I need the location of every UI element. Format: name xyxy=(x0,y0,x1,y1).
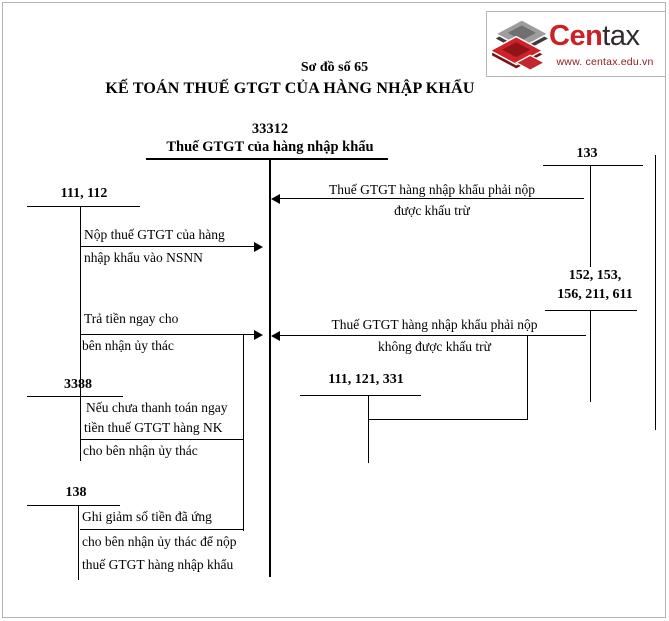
account-111-112-number: 111, 112 xyxy=(60,186,108,201)
flow-reduce-advance-label-2: cho bên nhận ủy thác để nộp xyxy=(82,534,237,549)
logo-tax-text: tax xyxy=(602,20,640,52)
account-152-group-topline xyxy=(545,310,637,311)
account-138-stem xyxy=(78,506,79,580)
connector-horizontal-line xyxy=(368,419,528,420)
account-111-112-topline xyxy=(27,206,140,207)
account-111-121-331-topline xyxy=(300,395,421,396)
account-138-number: 138 xyxy=(65,485,87,500)
centax-diamond-icon xyxy=(492,18,548,71)
flow-pay-entrustee-shaft xyxy=(81,334,255,335)
flow-pay-nsnn-label-1: Nộp thuế GTGT của hàng xyxy=(84,227,225,242)
arrowhead-left-icon xyxy=(271,331,280,341)
centax-wordmark: Centax xyxy=(549,20,640,52)
account-152-group-line1: 152, 153, xyxy=(568,268,622,283)
flow-pay-nsnn-shaft xyxy=(81,246,255,247)
account-133-topline xyxy=(543,165,643,166)
flow-deductible-label-2: được khấu trừ xyxy=(394,203,470,218)
arrowhead-right-icon xyxy=(254,330,263,340)
account-33312-topline xyxy=(146,158,388,160)
account-33312-number: 33312 xyxy=(251,121,289,137)
account-138-branch-line xyxy=(80,529,244,530)
flow-non-deductible-label-1: Thuế GTGT hàng nhập khẩu phải nộp xyxy=(331,317,538,332)
flow-not-yet-paid-label-3: cho bên nhận ủy thác xyxy=(83,443,198,458)
flow-pay-nsnn-label-2: nhập khẩu vào NSNN xyxy=(84,250,203,265)
account-3388-branch-line xyxy=(80,439,244,440)
flow-reduce-advance-label-3: thuế GTGT hàng nhập khẩu xyxy=(82,557,234,572)
account-133-stem xyxy=(590,166,591,267)
account-111-112-stem xyxy=(80,207,81,461)
left-connector-line xyxy=(243,335,244,531)
flow-reduce-advance-label-1: Ghi giảm số tiền đã ứng xyxy=(82,509,212,524)
arrowhead-left-icon xyxy=(271,194,280,204)
flow-not-yet-paid-label-2: tiền thuế GTGT hàng NK xyxy=(84,420,223,435)
account-3388-topline xyxy=(27,396,123,397)
arrowhead-right-icon xyxy=(254,242,263,252)
account-33312-center-line xyxy=(269,160,271,577)
account-152-group-line2: 156, 211, 611 xyxy=(557,287,633,302)
logo-cen-text: Cen xyxy=(549,20,603,52)
flow-deductible-label-1: Thuế GTGT hàng nhập khẩu phải nộp xyxy=(329,182,535,197)
account-33312-name: Thuế GTGT của hàng nhập khẩu xyxy=(166,139,374,155)
flow-non-deductible-label-2: không được khấu trừ xyxy=(378,339,491,354)
flow-pay-entrustee-label-2: bên nhận ủy thác xyxy=(82,338,174,353)
diagram-number-title: Sơ đồ số 65 xyxy=(300,60,369,75)
account-3388-number: 3388 xyxy=(64,377,92,392)
account-111-121-331-stem xyxy=(368,396,369,463)
logo-website-text: www. centax.edu.vn xyxy=(556,56,654,68)
account-111-121-331-number: 111, 121, 331 xyxy=(328,372,404,387)
page-title: KẾ TOÁN THUẾ GTGT CỦA HÀNG NHẬP KHẨU xyxy=(105,80,475,97)
flow-pay-entrustee-label-1: Trả tiền ngay cho xyxy=(84,311,179,326)
flow-not-yet-paid-label-1: Nếu chưa thanh toán ngay xyxy=(86,400,228,415)
account-152-group-stem xyxy=(590,311,591,402)
centax-logo: Centax www. centax.edu.vn xyxy=(486,11,666,77)
account-133-number: 133 xyxy=(576,146,598,161)
flow-deductible-shaft xyxy=(279,198,584,199)
connector-vertical-line xyxy=(527,336,528,420)
account-138-topline xyxy=(27,505,120,506)
right-side-line xyxy=(655,155,656,430)
flow-non-deductible-shaft xyxy=(279,335,586,336)
